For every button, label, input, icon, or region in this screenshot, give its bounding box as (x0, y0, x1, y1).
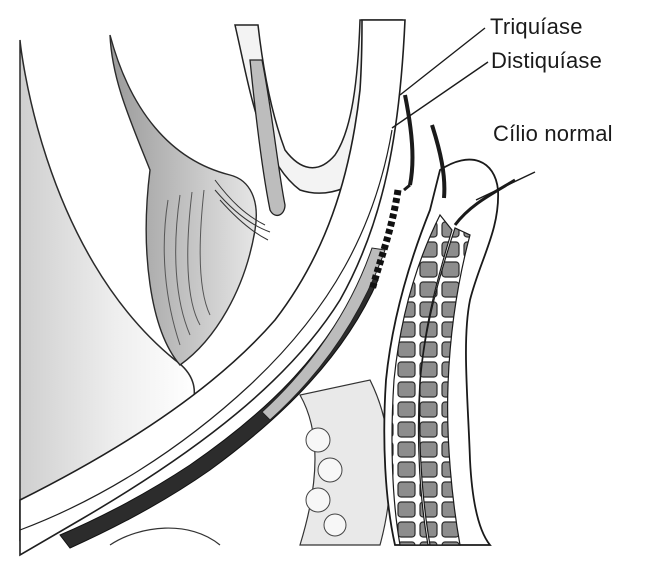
label-distichiasis: Distiquíase (491, 48, 603, 73)
label-trichiasis: Triquíase (490, 14, 583, 39)
eyeball (19, 34, 257, 542)
eyelid-outer (368, 158, 499, 546)
leader-lines (391, 27, 536, 201)
label-normal-lash: Cílio normal (493, 121, 613, 146)
eyelid-inner-band (19, 19, 406, 557)
